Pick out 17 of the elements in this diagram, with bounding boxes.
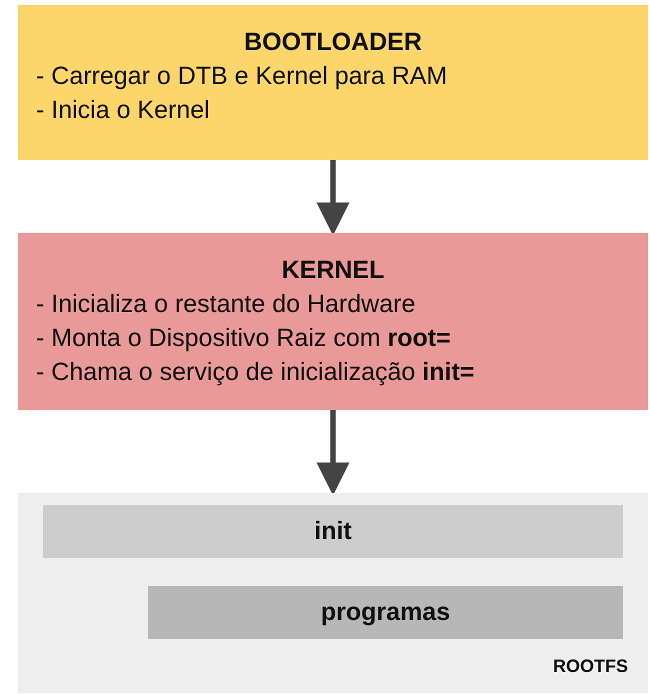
list-item: - Chama o serviço de inicialização init= — [36, 357, 476, 388]
programs-bar — [148, 586, 623, 639]
bar-label: init — [313, 516, 353, 547]
list-item: - Monta o Dispositivo Raiz com root= — [36, 323, 452, 354]
stage-heading: BOOTLOADER — [243, 27, 423, 58]
list-item: - Carregar o DTB e Kernel para RAM — [36, 61, 448, 92]
arrow — [316, 410, 350, 496]
bootloader-box — [18, 5, 648, 160]
list-item: - Inicia o Kernel — [36, 95, 211, 126]
stage-heading: KERNEL — [280, 255, 386, 286]
arrow — [316, 160, 350, 236]
panel-label: ROOTFS — [553, 655, 628, 677]
kernel-box — [18, 233, 648, 410]
bar-label: programas — [320, 597, 452, 628]
rootfs-panel — [18, 493, 648, 693]
init-bar — [43, 505, 623, 558]
list-item: - Inicializa o restante do Hardware — [36, 289, 416, 320]
